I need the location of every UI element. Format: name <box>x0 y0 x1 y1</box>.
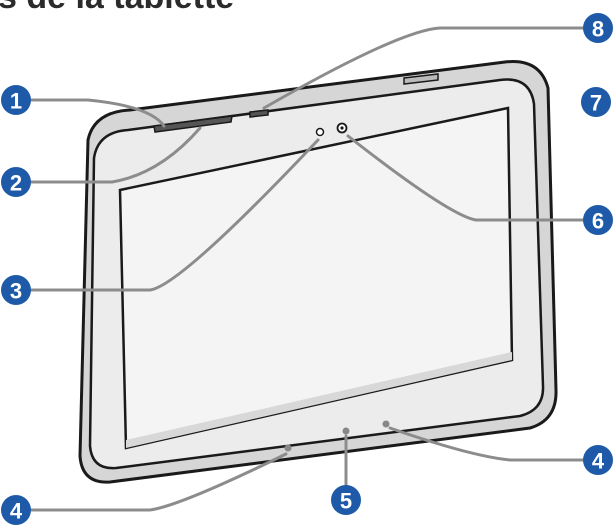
connector-port <box>342 427 350 435</box>
callout-2: 2 <box>1 167 31 197</box>
callout-label: 1 <box>10 89 22 114</box>
top-slot <box>403 73 439 85</box>
tablet-illustration <box>78 60 558 484</box>
callout-label: 4 <box>10 499 23 524</box>
leader-8 <box>262 26 598 110</box>
callout-label: 7 <box>590 91 602 116</box>
callout-4-right: 4 <box>583 445 613 475</box>
leader-1 <box>28 98 166 128</box>
callout-label: 8 <box>592 17 604 42</box>
leader-4a <box>28 452 288 512</box>
volume-rocker <box>153 115 233 133</box>
callout-label: 2 <box>10 171 22 196</box>
callout-8: 8 <box>583 13 613 43</box>
callout-3: 3 <box>1 275 31 305</box>
callout-5: 5 <box>331 485 361 515</box>
callout-markers: 1 2 3 4 4 5 6 7 <box>1 13 613 525</box>
leader-6 <box>346 134 598 222</box>
leader-2 <box>28 126 202 184</box>
callout-label: 6 <box>592 209 604 234</box>
leader-4b <box>388 426 598 462</box>
callout-label: 4 <box>592 449 605 474</box>
callout-7: 7 <box>581 87 611 117</box>
light-sensor <box>315 127 325 137</box>
leader-3 <box>28 138 320 292</box>
callout-6: 6 <box>583 205 613 235</box>
callout-1: 1 <box>1 85 31 115</box>
callout-label: 5 <box>340 489 352 514</box>
page-title: s de la tablette <box>0 0 234 17</box>
speaker-right <box>382 420 390 428</box>
screen-glare <box>126 352 512 448</box>
power-key <box>249 109 269 118</box>
leader-lines <box>28 26 598 512</box>
front-camera-lens <box>340 126 344 130</box>
callout-4-bottom-left: 4 <box>1 495 31 525</box>
callout-label: 3 <box>10 279 22 304</box>
speaker-left <box>284 444 292 452</box>
